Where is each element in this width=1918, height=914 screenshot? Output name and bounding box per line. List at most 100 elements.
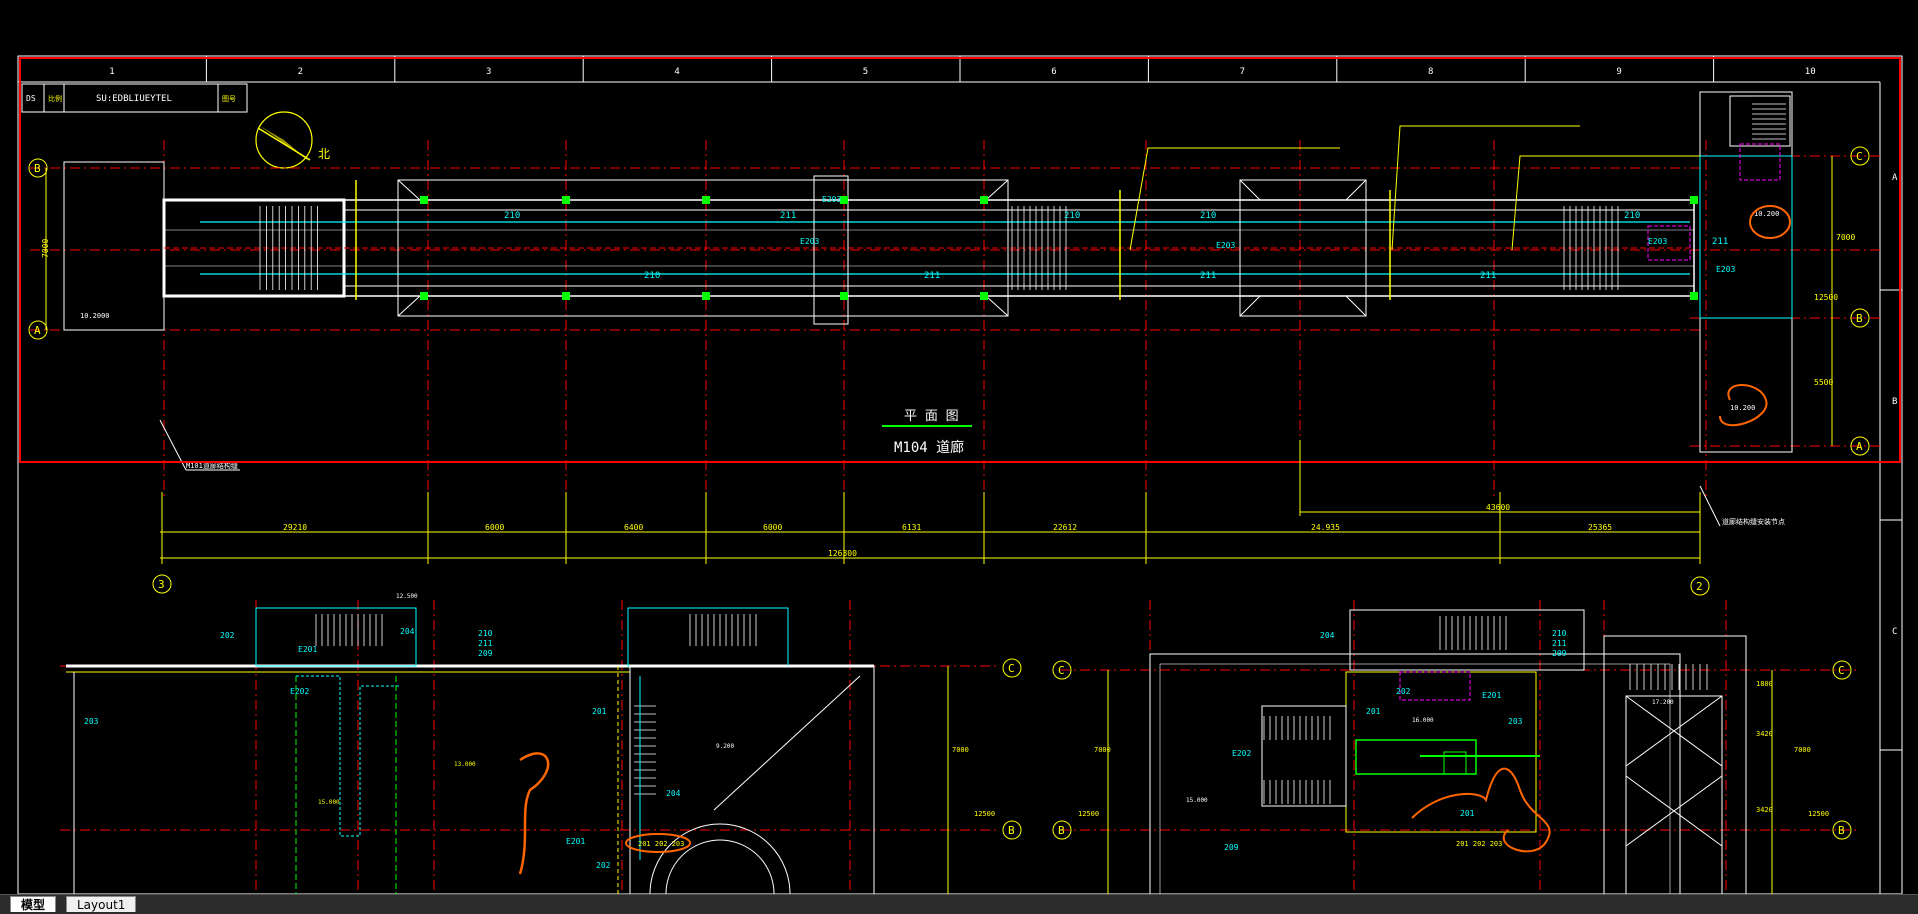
dimension-value: 22612: [1053, 523, 1077, 532]
axis-bubble-b-left: B: [34, 162, 41, 175]
equipment-code-label: E203: [1716, 265, 1735, 274]
equipment-code-label: E201: [566, 837, 585, 846]
column-number: 2: [298, 67, 303, 77]
equipment-code-label: 209: [478, 649, 493, 658]
plan-title: 平 面 图: [904, 409, 959, 424]
column-number: 9: [1616, 67, 1621, 77]
column-marker: [1690, 196, 1698, 204]
lr-dim-left-2: 12500: [1078, 810, 1099, 818]
leader-note-left: M101道廊结构缝: [186, 461, 238, 470]
lr-dim-right-1: 1800: [1756, 680, 1773, 688]
ll-elevation-1: 12.500: [396, 593, 418, 600]
column-marker: [840, 196, 848, 204]
lr-dim-right-3: 3420: [1756, 806, 1773, 814]
column-marker: [702, 196, 710, 204]
column-number: 3: [486, 67, 491, 77]
leader-note-right: 道廊结构缝安装节点: [1722, 517, 1785, 526]
markup-circle-1: [1749, 205, 1791, 239]
left-elevation: 10.2000: [80, 312, 110, 320]
markup-circle-2: [1719, 384, 1768, 427]
right-dim-2: 12500: [1814, 293, 1838, 302]
title-block: DS 比例 SU:EDBLIUEYTEL 图号: [21, 83, 248, 113]
axis-bubble-b-right: B: [1856, 312, 1863, 325]
room-code-label: 210: [1064, 211, 1080, 221]
column-number: 1: [109, 67, 114, 77]
column-number: 4: [674, 67, 679, 77]
column-marker: [562, 292, 570, 300]
dimension-total: 126300: [828, 549, 857, 558]
column-marker: [840, 292, 848, 300]
border-row-letter-c: C: [1892, 627, 1897, 637]
ll-dim-2: 12500: [974, 810, 995, 818]
north-arrow-icon: 北: [255, 111, 330, 169]
lr-elevation-2: 16.000: [1412, 717, 1434, 724]
lr-dim-right-2: 3420: [1756, 730, 1773, 738]
equipment-code-label: 202: [1396, 687, 1411, 696]
axis-bubble-a-left: A: [34, 324, 41, 337]
equipment-code-label: 209: [1552, 649, 1567, 658]
column-marker: [980, 292, 988, 300]
sheet-frame: [17, 55, 1903, 895]
svg-text:北: 北: [318, 147, 330, 161]
dimension-right-span: 43600: [1486, 503, 1510, 512]
ll-elevation-3: 15.000: [318, 799, 340, 806]
tab-model[interactable]: 模型: [10, 896, 57, 912]
ll-elevation-2: 13.000: [454, 761, 476, 768]
ll-elevation-4: 9.200: [716, 743, 734, 750]
equipment-code-label: E202: [1232, 749, 1251, 758]
left-vertical-dim: 7000: [41, 239, 50, 258]
border-row-letter-a: A: [1892, 173, 1898, 183]
column-marker: [420, 196, 428, 204]
lr-circled-label: 201 202 203: [1456, 840, 1502, 848]
dimension-value: 6000: [763, 523, 782, 532]
plan-subtitle: M104 道廊: [894, 439, 964, 456]
equipment-code-label: 201: [1460, 809, 1475, 818]
selection-window[interactable]: [19, 57, 1901, 463]
lr-axis-c-left: C: [1058, 664, 1065, 677]
equipment-code-label: 204: [666, 789, 681, 798]
column-number: 6: [1051, 67, 1056, 77]
lr-dim-left-1: 7000: [1094, 746, 1111, 754]
layout-tab-bar: 模型 Layout1: [0, 894, 1918, 914]
dimension-value: 29210: [283, 523, 307, 532]
equipment-code-label: 210: [1552, 629, 1567, 638]
equipment-code-label: 201: [592, 707, 607, 716]
lr-dim-right-4: 7000: [1794, 746, 1811, 754]
ll-axis-c: C: [1008, 662, 1015, 675]
room-code-label: 211: [1480, 271, 1496, 281]
svg-text:SU:EDBLIUEYTEL: SU:EDBLIUEYTEL: [96, 94, 172, 104]
right-dim-3: 5500: [1814, 378, 1833, 387]
room-code-label: 210: [1624, 211, 1640, 221]
dimension-value: 25365: [1588, 523, 1612, 532]
column-marker: [562, 196, 570, 204]
equipment-code-label: E202: [290, 687, 309, 696]
axis-bubble-a-right: A: [1856, 440, 1863, 453]
room-code-label: 211: [924, 271, 940, 281]
column-number: 10: [1805, 67, 1816, 77]
dimension-value: 24.935: [1311, 523, 1340, 532]
right-dim-1: 7000: [1836, 233, 1855, 242]
equipment-code-label: E203: [1648, 237, 1667, 246]
equipment-code-label: 204: [1320, 631, 1335, 640]
lr-axis-b-right: B: [1838, 824, 1845, 837]
equipment-code-label: E201: [298, 645, 317, 654]
tab-layout1[interactable]: Layout1: [66, 896, 137, 912]
svg-text:图号: 图号: [222, 95, 236, 103]
equipment-code-label: 202: [596, 861, 611, 870]
axis-bubble-3: 3: [158, 578, 165, 591]
ll-dim-1: 7000: [952, 746, 969, 754]
room-code-label: 211: [1712, 237, 1728, 247]
lr-axis-c-right: C: [1838, 664, 1845, 677]
column-marker: [702, 292, 710, 300]
column-number: 8: [1428, 67, 1433, 77]
axis-bubble-c-right: C: [1856, 150, 1863, 163]
room-code-label: 210: [644, 271, 660, 281]
svg-text:DS: DS: [26, 94, 36, 103]
column-marker: [1690, 292, 1698, 300]
column-marker: [980, 196, 988, 204]
